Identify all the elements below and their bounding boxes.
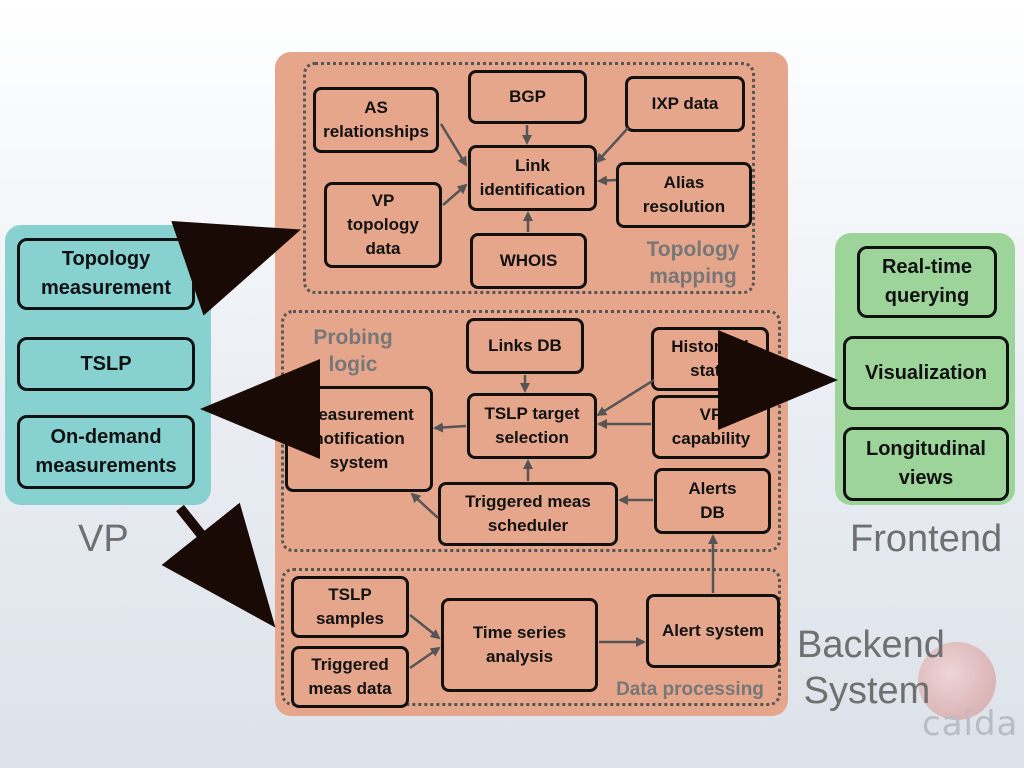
- tslp-target-selection-box: TSLP target selection: [467, 393, 597, 459]
- alias-resolution-box: Alias resolution: [616, 162, 752, 228]
- ixp-data-box: IXP data: [625, 76, 745, 132]
- data-processing-label: Data processing: [616, 679, 764, 700]
- vp-label: VP: [78, 518, 129, 560]
- historical-state-box: Historical state: [651, 327, 769, 391]
- vp-capability-box: VP capability: [652, 395, 770, 459]
- topology-mapping-group: [303, 62, 755, 294]
- probing-logic-label: Probing logic: [313, 326, 393, 376]
- triggered-meas-data-box: Triggered meas data: [291, 646, 409, 708]
- backend-system-label: Backend System: [797, 624, 945, 712]
- link-identification-box: Link identification: [468, 145, 597, 211]
- tslp-box: TSLP: [17, 337, 195, 391]
- frontend-label: Frontend: [850, 518, 1003, 560]
- topology-measurement-box: Topology measurement: [17, 238, 195, 310]
- as-relationships-box: AS relationships: [313, 87, 439, 153]
- time-series-analysis-box: Time series analysis: [441, 598, 598, 692]
- measurement-notification-system-box: Measurement notification system: [285, 386, 433, 492]
- alert-system-box: Alert system: [646, 594, 780, 668]
- whois-box: WHOIS: [470, 233, 587, 289]
- triggered-meas-scheduler-box: Triggered meas scheduler: [438, 482, 618, 546]
- caida-globe-icon: [918, 642, 996, 720]
- on-demand-measurements-box: On-demand measurements: [17, 415, 195, 489]
- vp-topology-data-box: VP topology data: [324, 182, 442, 268]
- real-time-querying-box: Real-time querying: [857, 246, 997, 318]
- arrow-ondemand-to-dataproc: [161, 502, 276, 628]
- tslp-samples-box: TSLP samples: [291, 576, 409, 638]
- links-db-box: Links DB: [466, 318, 584, 374]
- alerts-db-box: Alerts DB: [654, 468, 771, 534]
- bgp-box: BGP: [468, 70, 587, 124]
- longitudinal-views-box: Longitudinal views: [843, 427, 1009, 501]
- visualization-box: Visualization: [843, 336, 1009, 410]
- topology-mapping-label: Topology mapping: [646, 238, 740, 288]
- caida-logo: caida: [922, 704, 1019, 744]
